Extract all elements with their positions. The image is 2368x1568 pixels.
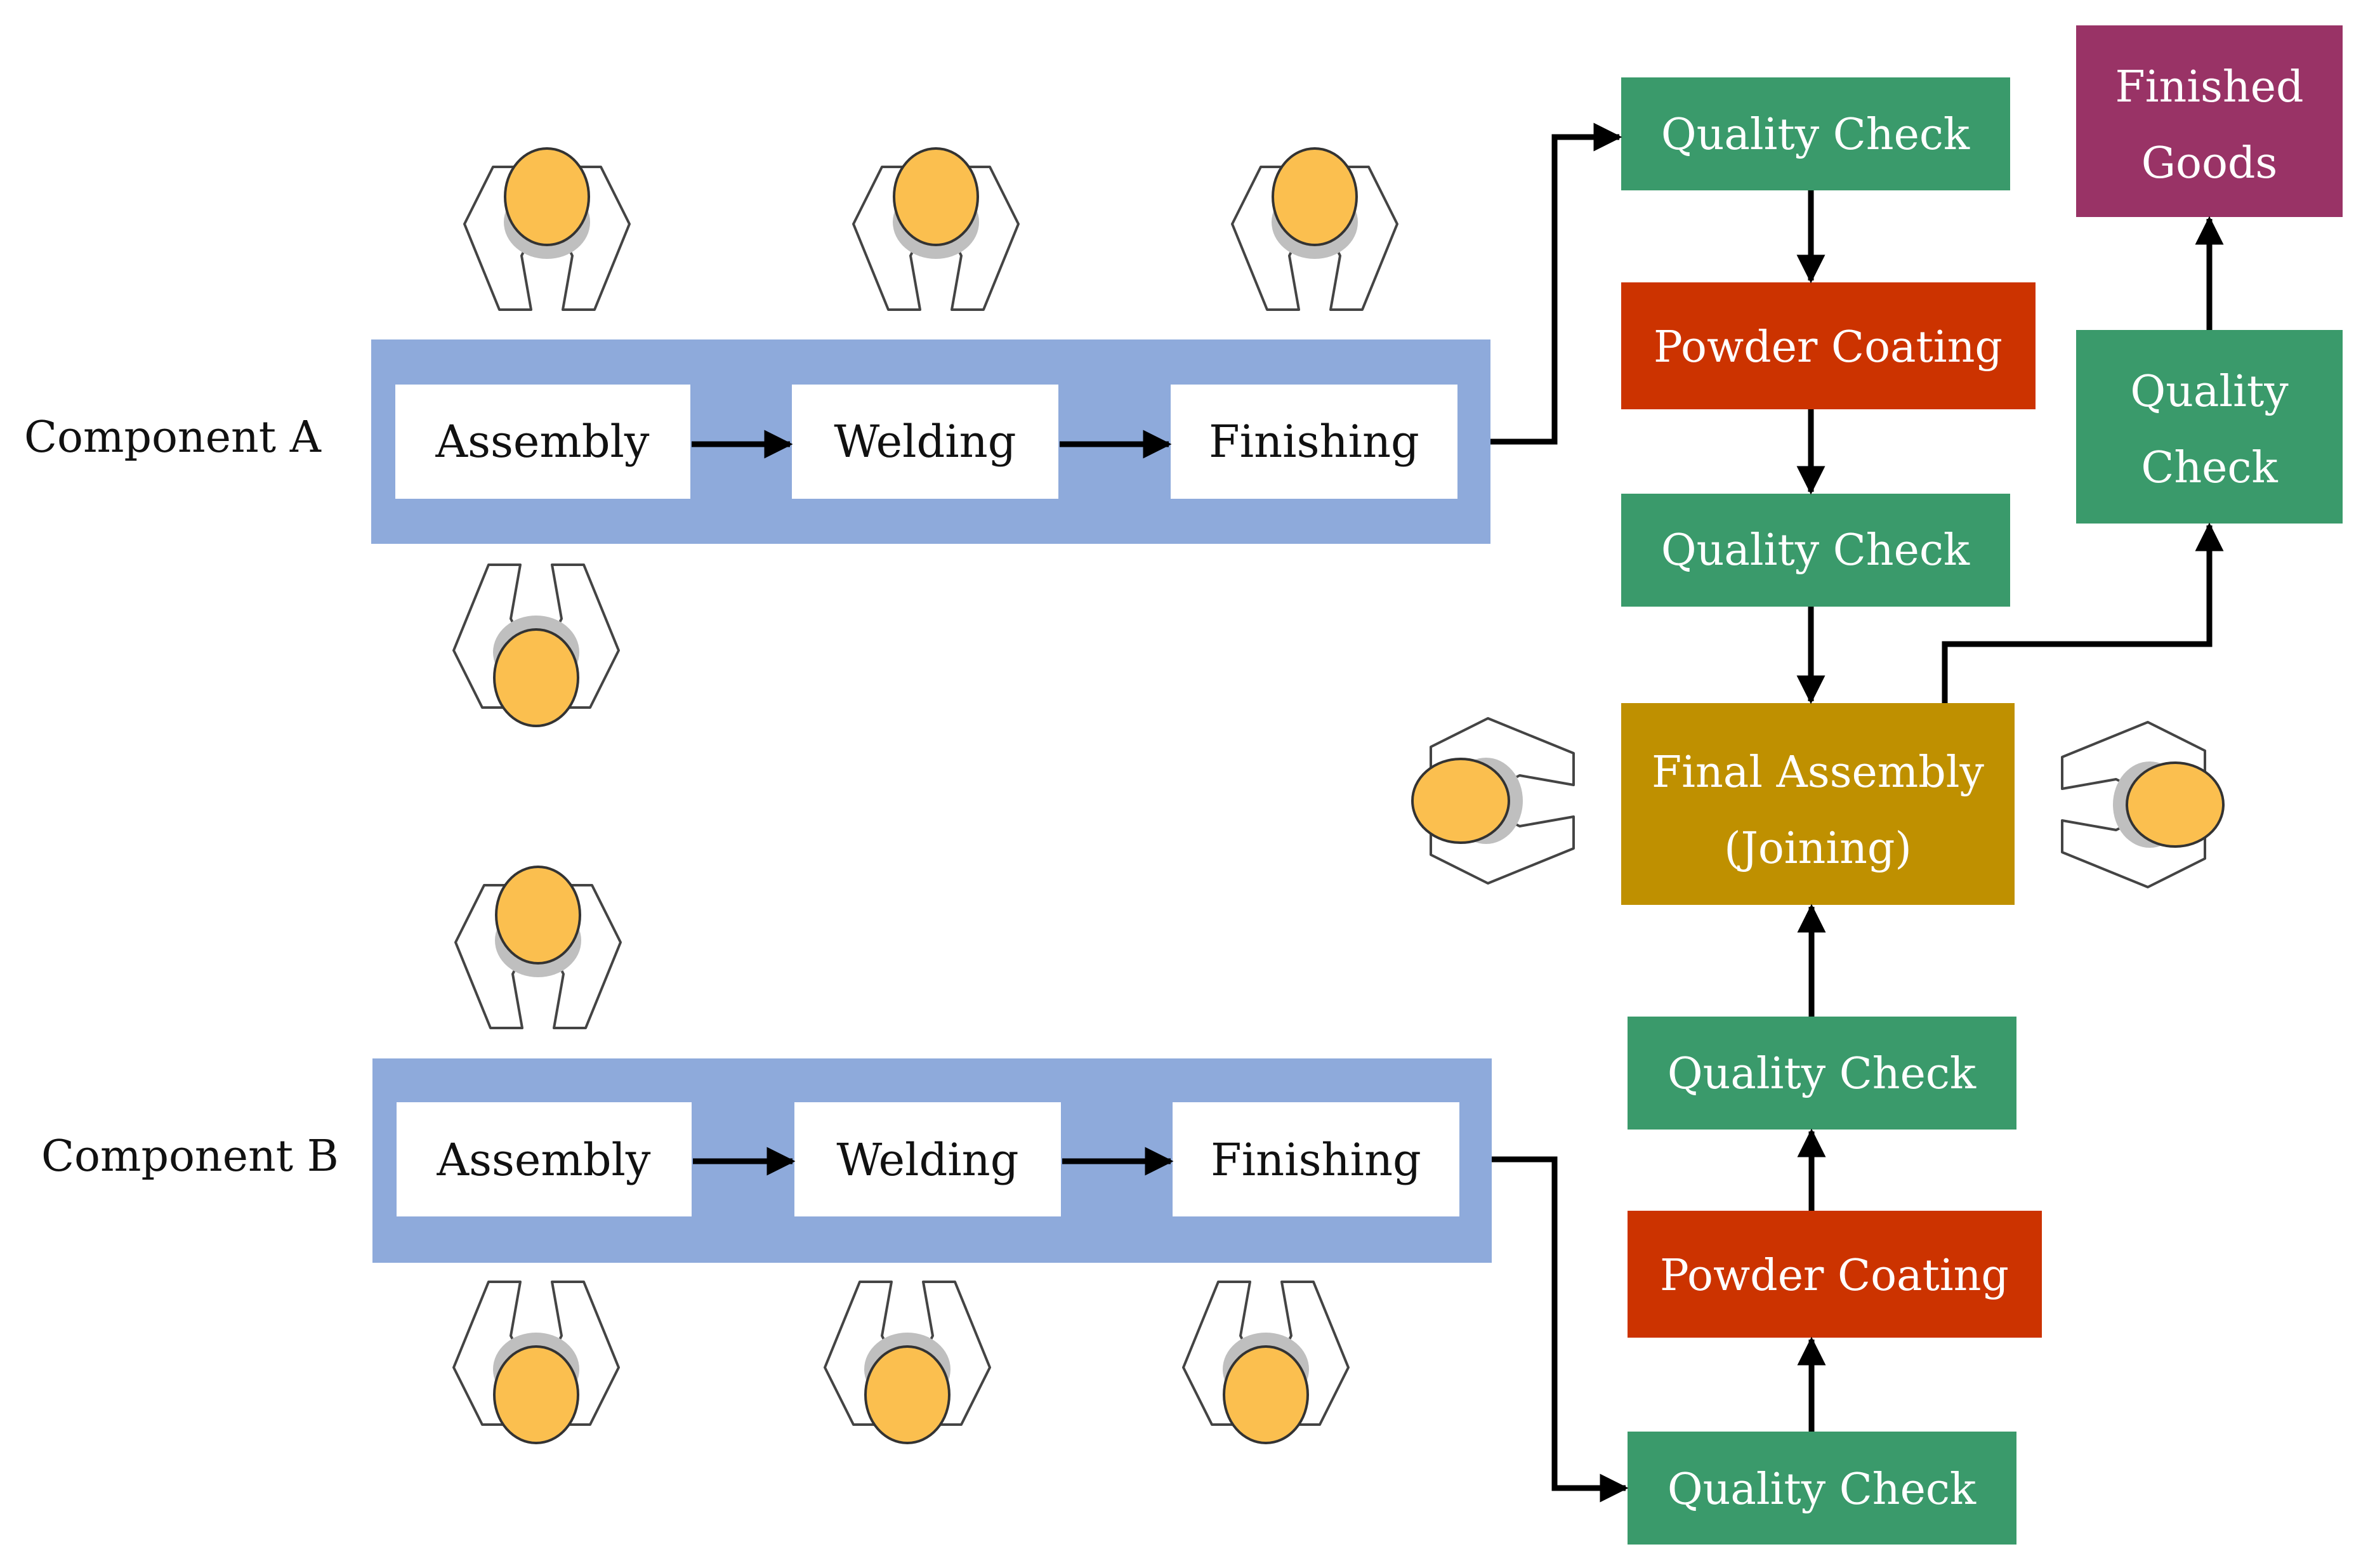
a-quality-check-2-label: Quality Check [1661,525,1970,576]
final-quality-check-label-line2: Check [2141,443,2278,493]
a-welding-box [792,385,1058,499]
a-quality-check-1-label: Quality Check [1661,110,1970,160]
final-quality-check-label-line1: Quality [2130,367,2289,417]
a-quality-check-1-box [1621,77,2010,190]
b-welding-box [794,1102,1061,1216]
b-assembly-label: Assembly [437,1134,651,1186]
b-quality-check-1-label: Quality Check [1667,1465,1977,1515]
final-assembly-label-line1: Final Assembly [1652,748,1985,798]
worker-icon [2061,721,2225,888]
a-finishing-label: Finishing [1209,416,1419,468]
b-welding-label: Welding [836,1134,1018,1186]
worker-icon [463,147,631,311]
arrow-final-assembly-to-quality-check [1942,522,2224,703]
component-b-label: Component B [41,1131,339,1182]
arrow-b-finishing-to-quality-check [1492,1156,1629,1503]
a-welding-label: Welding [834,416,1016,468]
b-finishing-label: Finishing [1211,1134,1421,1186]
finished-goods-label-line2: Goods [2141,138,2278,188]
b-quality-check-1-box [1628,1432,2016,1545]
worker-icon [454,866,622,1029]
b-powder-coating-box [1628,1211,2042,1338]
a-powder-coating-label: Powder Coating [1654,322,2003,372]
worker-icon [852,147,1020,311]
worker-icon [1231,147,1398,311]
worker-icon [1411,717,1575,885]
a-quality-check-2-box [1621,494,2010,607]
a-assembly-label: Assembly [435,416,650,468]
b-quality-check-2-box [1628,1017,2016,1130]
b-finishing-box [1173,1102,1459,1216]
finished-goods-box [2076,25,2343,217]
component-a-label: Component A [24,412,322,463]
final-quality-check-box [2076,330,2343,524]
b-powder-coating-label: Powder Coating [1660,1251,2009,1301]
worker-icon [1182,1281,1350,1444]
final-assembly-label-line2: (Joining) [1724,824,1912,874]
worker-icon [824,1281,991,1444]
worker-icon [452,1281,620,1444]
worker-icon [452,563,620,727]
finished-goods-label-line1: Finished [2115,62,2304,112]
final-assembly-box [1621,703,2015,905]
arrow-a-finishing-to-quality-check [1490,122,1622,445]
b-assembly-box [397,1102,692,1216]
a-finishing-box [1171,385,1457,499]
a-assembly-box [395,385,690,499]
a-powder-coating-box [1621,282,2036,409]
b-quality-check-2-label: Quality Check [1667,1049,1977,1099]
